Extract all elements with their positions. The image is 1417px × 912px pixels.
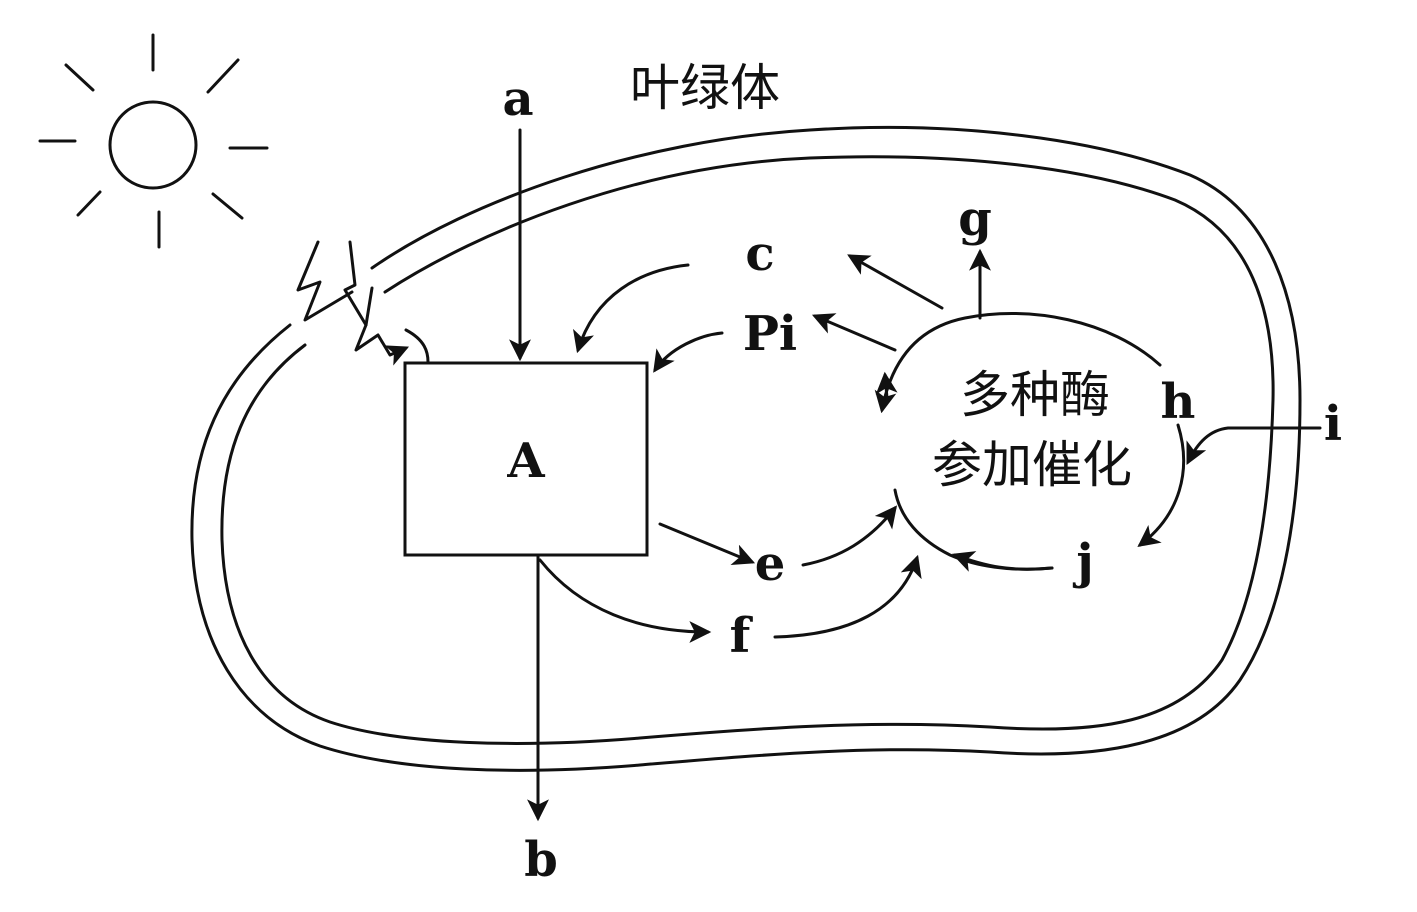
label-h: h bbox=[1161, 374, 1196, 430]
label-pi: Pi bbox=[743, 306, 797, 362]
cycle-up-arrow bbox=[875, 371, 898, 400]
enzyme-label-line2: 参加催化 bbox=[932, 436, 1132, 494]
enzyme-cycle-j-arrow bbox=[951, 551, 1054, 572]
title-label: 叶绿体 bbox=[630, 59, 780, 117]
sun-icon bbox=[38, 33, 269, 249]
box-a-label: A bbox=[506, 433, 545, 489]
arrow-i-in bbox=[1186, 426, 1322, 465]
label-j: j bbox=[1072, 534, 1093, 590]
arrow-f-to-cycle bbox=[773, 554, 922, 639]
label-i: i bbox=[1324, 396, 1342, 452]
chloroplast-inner-membrane bbox=[220, 155, 1275, 745]
lightning-icon bbox=[296, 240, 430, 366]
enzyme-cycle-arc bbox=[874, 312, 1162, 414]
label-g: g bbox=[958, 191, 992, 247]
arrow-cycle-to-pi bbox=[811, 313, 897, 352]
enzyme-label-line1: 多种酶 bbox=[960, 366, 1110, 424]
enzyme-cycle-lower-arc bbox=[893, 488, 1054, 571]
arrow-pi-to-box bbox=[653, 331, 724, 373]
arrow-e-to-cycle bbox=[801, 505, 898, 567]
arrow-c-to-box bbox=[573, 263, 690, 354]
arrow-cycle-to-c bbox=[847, 254, 944, 310]
label-a: a bbox=[502, 71, 533, 127]
arrow-h-to-j bbox=[1137, 423, 1186, 547]
label-f: f bbox=[730, 608, 754, 664]
arrow-box-to-e bbox=[658, 522, 756, 566]
label-b: b bbox=[524, 832, 558, 888]
label-c: c bbox=[745, 226, 774, 282]
box-a bbox=[403, 361, 649, 557]
arrow-box-to-f bbox=[538, 558, 712, 643]
chloroplast-outer-membrane bbox=[190, 125, 1302, 772]
label-e: e bbox=[755, 536, 786, 592]
